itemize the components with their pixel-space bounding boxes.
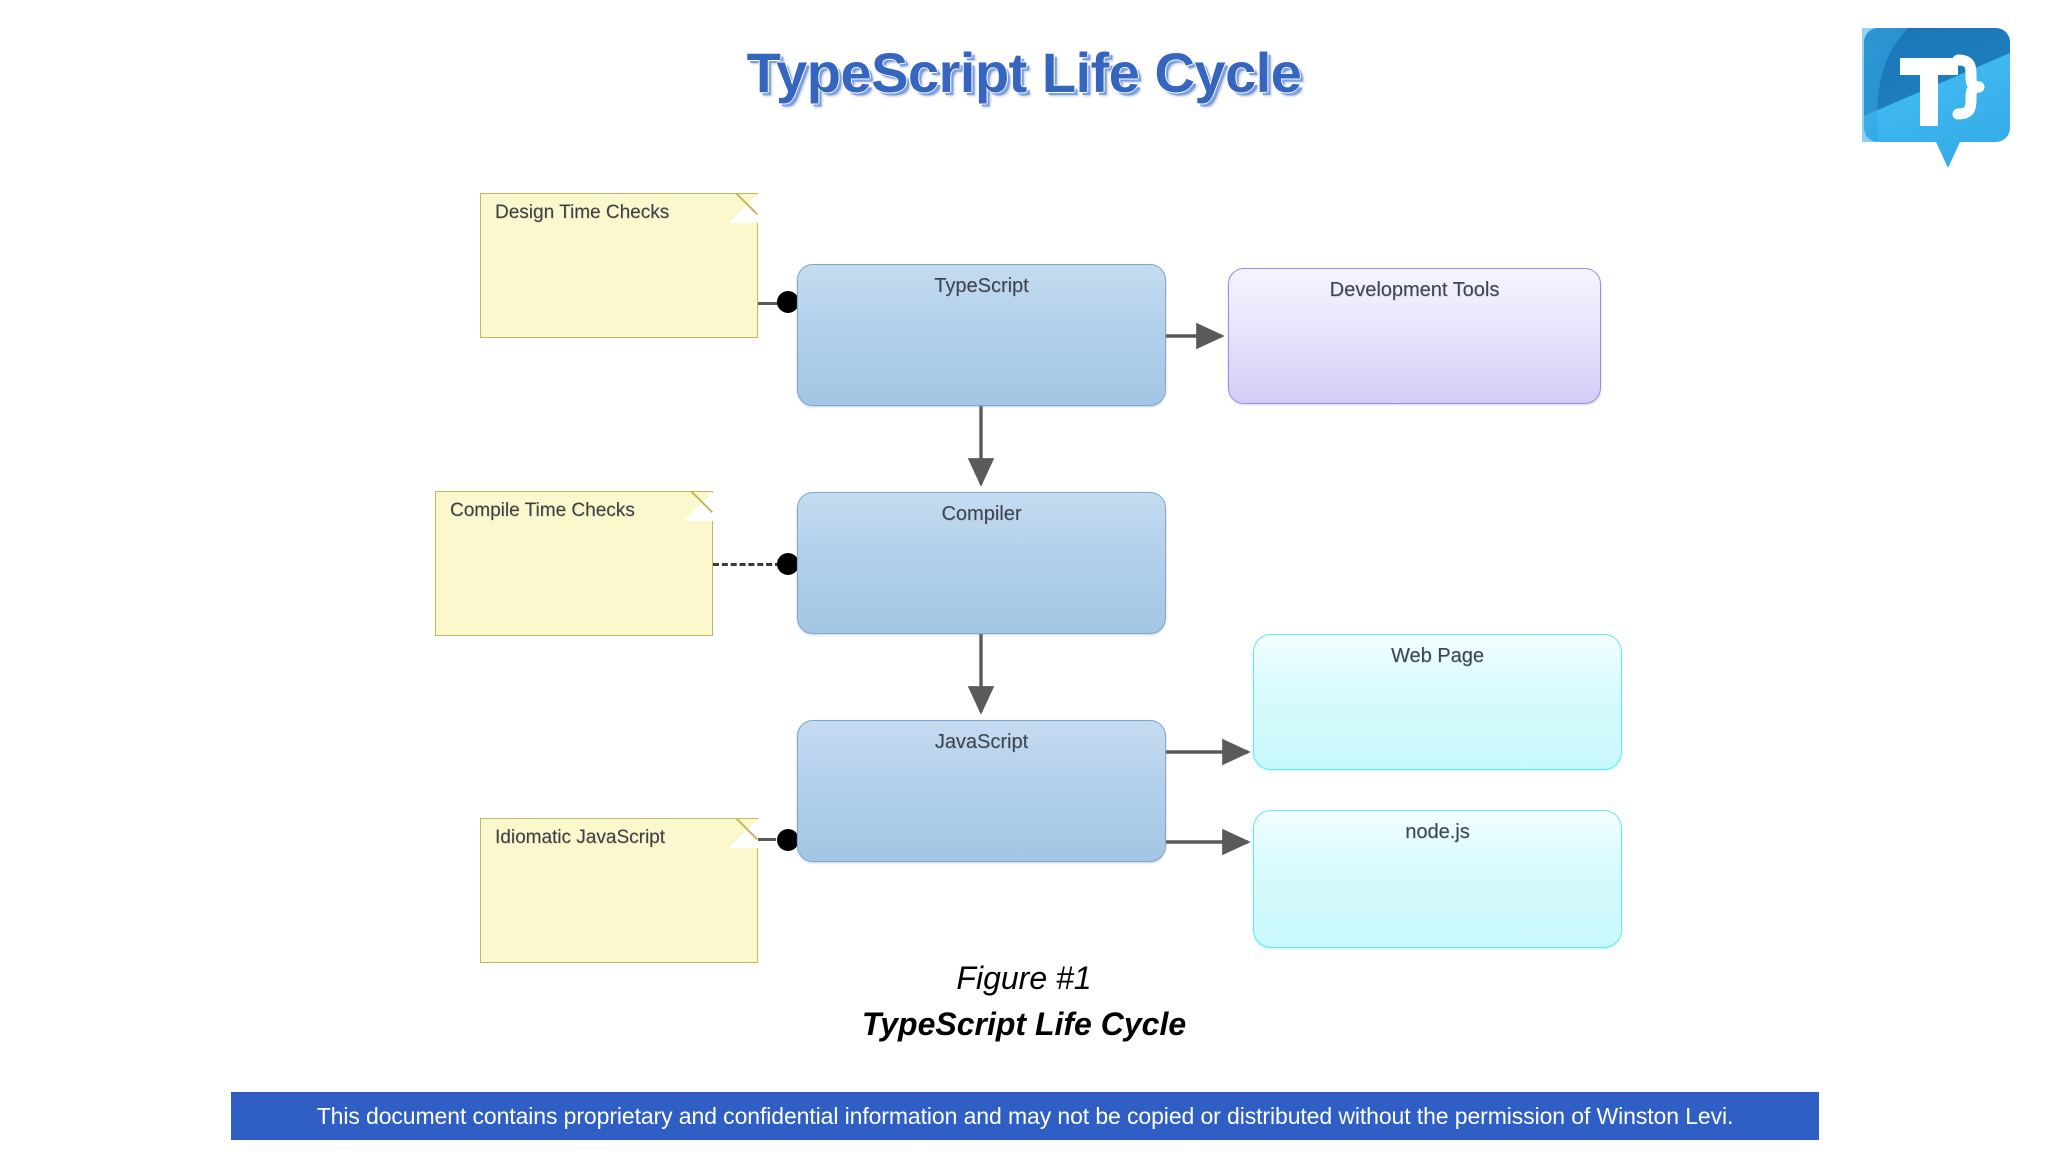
node-javascript[interactable]: JavaScript: [797, 720, 1166, 862]
node-label: Compiler: [941, 503, 1022, 525]
node-web-page[interactable]: Web Page: [1253, 634, 1622, 770]
note-fold-line-icon: [716, 193, 758, 235]
connector-stub-design-time-checks: [758, 302, 780, 305]
note-idiomatic-javascript[interactable]: Idiomatic JavaScript: [480, 817, 759, 963]
connector-dot-idiomatic-javascript: [777, 829, 799, 851]
node-typescript[interactable]: TypeScript: [797, 264, 1166, 406]
note-design-time-checks[interactable]: Design Time Checks: [480, 192, 759, 338]
note-label: Compile Time Checks: [450, 500, 635, 521]
typescript-speech-bubble-logo: [1850, 22, 2012, 174]
node-label: node.js: [1405, 821, 1470, 843]
node-nodejs[interactable]: node.js: [1253, 810, 1622, 948]
connector-dashed-compile-time-checks: [713, 563, 781, 566]
node-label: TypeScript: [934, 275, 1029, 297]
note-compile-time-checks[interactable]: Compile Time Checks: [435, 490, 714, 636]
note-fold-line-icon: [671, 491, 713, 533]
node-development-tools[interactable]: Development Tools: [1228, 268, 1601, 404]
connector-dot-compile-time-checks: [777, 553, 799, 575]
confidentiality-footer-text: This document contains proprietary and c…: [316, 1102, 1734, 1129]
connector-dot-design-time-checks: [777, 291, 799, 313]
node-label: Development Tools: [1329, 279, 1500, 301]
confidentiality-footer-banner: This document contains proprietary and c…: [231, 1092, 1819, 1140]
figure-caption-number: Figure #1: [956, 960, 1092, 996]
node-label: JavaScript: [934, 731, 1029, 753]
note-label: Idiomatic JavaScript: [495, 827, 666, 848]
note-label: Design Time Checks: [495, 202, 670, 223]
node-compiler[interactable]: Compiler: [797, 492, 1166, 634]
node-label: Web Page: [1390, 645, 1485, 667]
figure-caption-title: TypeScript Life Cycle: [861, 1006, 1187, 1042]
note-fold-line-icon: [716, 818, 758, 860]
connector-stub-idiomatic-javascript: [758, 838, 776, 841]
page-title: TypeScript Life Cycle: [746, 41, 1302, 104]
